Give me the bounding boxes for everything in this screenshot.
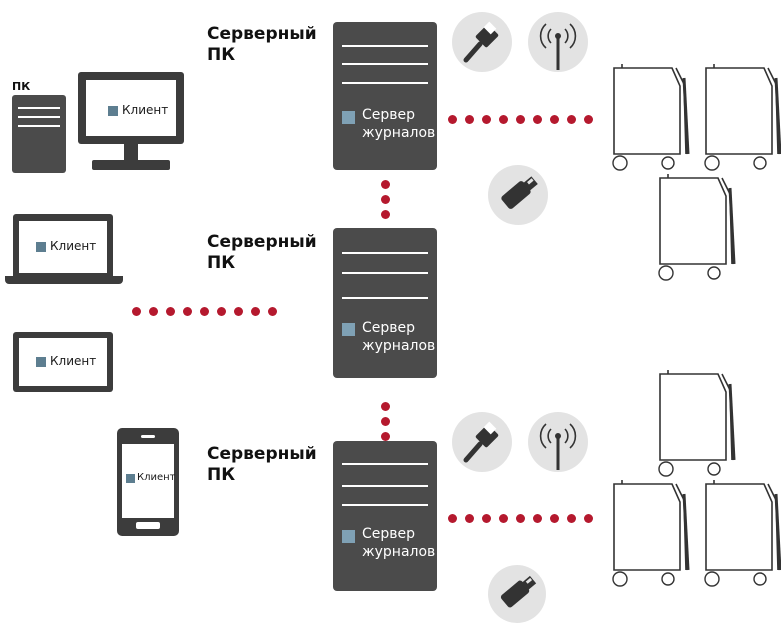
server-square-icon (342, 530, 355, 543)
client-square-icon (36, 357, 46, 367)
cart-icon (657, 368, 736, 478)
server-square-icon (342, 111, 355, 124)
desktop-tower-icon (12, 95, 66, 173)
ethernet-cable-icon (452, 12, 512, 72)
cart-icon (611, 62, 690, 172)
ethernet-cable-icon (452, 412, 512, 472)
server-text-line: журналов (362, 544, 436, 560)
client-label-phone: Клиент (137, 472, 176, 483)
server-text-line: Сервер (362, 526, 416, 542)
wireless-signal-icon (528, 412, 588, 472)
cart-icon (703, 478, 781, 588)
laptop-icon (5, 214, 123, 286)
cart-icon (611, 478, 690, 588)
usb-stick-icon (488, 165, 548, 225)
log-server-2: Сервер журналов (333, 228, 437, 378)
server-text-line: журналов (362, 338, 436, 354)
client-label-tablet: Клиент (50, 354, 97, 368)
server-square-icon (342, 323, 355, 336)
pc-label: ПК (12, 80, 31, 93)
client-square-icon (108, 106, 118, 116)
client-square-icon (126, 474, 135, 483)
cart-group (611, 62, 781, 588)
desktop-monitor-icon (78, 72, 184, 172)
client-label-desktop: Клиент (122, 103, 169, 117)
server-text-line: Сервер (362, 320, 416, 336)
cart-icon (657, 172, 736, 282)
usb-stick-icon (488, 565, 546, 623)
server-text-line: журналов (362, 125, 436, 141)
log-server-3: Сервер журналов (333, 441, 437, 591)
tablet-icon (13, 332, 113, 392)
client-label-laptop: Клиент (50, 239, 97, 253)
wireless-signal-icon (528, 12, 588, 72)
log-server-1: Сервер журналов (333, 22, 437, 170)
client-square-icon (36, 242, 46, 252)
server-text-line: Сервер (362, 107, 416, 123)
cart-icon (703, 62, 781, 172)
